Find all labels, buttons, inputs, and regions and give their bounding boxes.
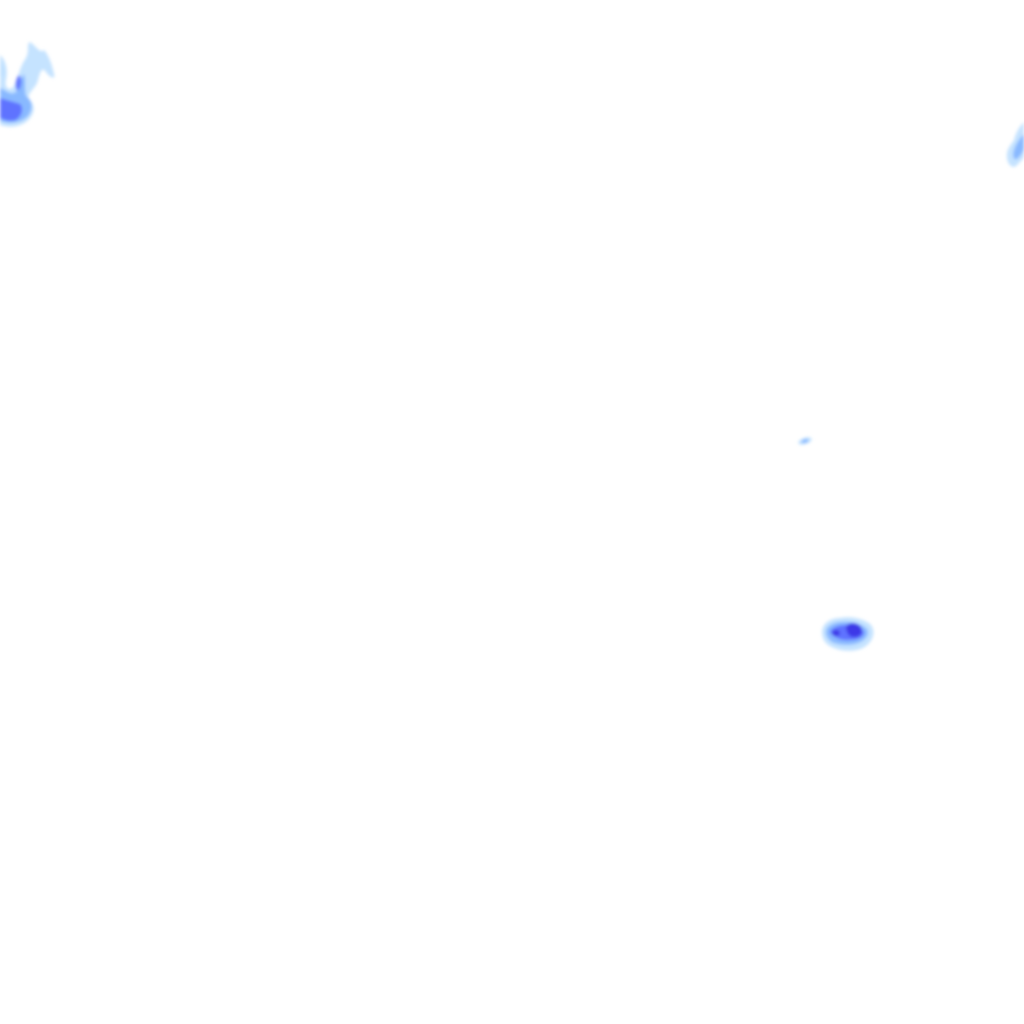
echo-speck-east: [798, 437, 812, 445]
echo-cluster-northwest: [0, 42, 55, 127]
echo-cell-southeast: [822, 617, 874, 651]
echo-fragment-northeast-edge: [1006, 122, 1024, 167]
